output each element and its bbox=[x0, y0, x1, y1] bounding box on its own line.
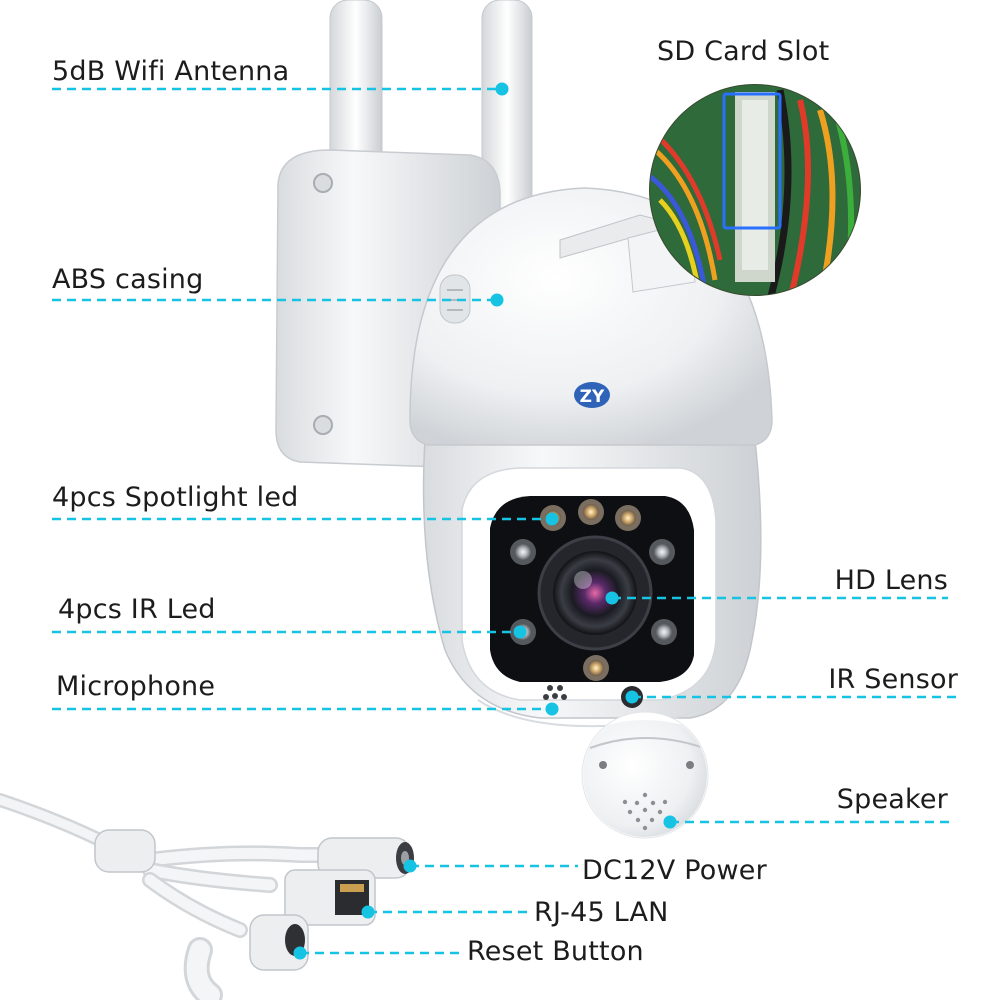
label-ir-sensor: IR Sensor bbox=[828, 664, 958, 695]
brand-logo-icon: ZY bbox=[574, 382, 610, 408]
callout-dot-microphone bbox=[545, 702, 559, 716]
ir-led-icon bbox=[510, 539, 536, 565]
cable-assembly bbox=[0, 793, 358, 1000]
spotlight-led-icon bbox=[615, 505, 641, 531]
label-speaker: Speaker bbox=[836, 784, 948, 815]
screw-hole-icon bbox=[313, 173, 333, 193]
label-wifi-antenna: 5dB Wifi Antenna bbox=[52, 56, 290, 87]
speaker-inset bbox=[581, 711, 709, 839]
brand-logo-text: ZY bbox=[580, 387, 605, 407]
callout-dot-dc-power bbox=[403, 859, 417, 873]
callout-dots bbox=[293, 82, 677, 960]
callout-dot-hd-lens bbox=[605, 591, 619, 605]
callout-dot-ir-led bbox=[513, 625, 527, 639]
callout-lines bbox=[52, 87, 960, 955]
label-dc-power: DC12V Power bbox=[582, 855, 767, 886]
callout-dot-wifi-antenna bbox=[495, 82, 509, 96]
callout-dot-rj45-lan bbox=[361, 905, 375, 919]
label-microphone: Microphone bbox=[56, 671, 216, 702]
sd-card-highlight bbox=[722, 92, 782, 230]
spotlight-led-icon bbox=[578, 499, 604, 525]
spotlight-led-icon bbox=[583, 655, 609, 681]
ir-led-icon bbox=[649, 539, 675, 565]
label-spotlight-led: 4pcs Spotlight led bbox=[52, 482, 299, 513]
callout-dot-spotlight-led bbox=[545, 512, 559, 526]
label-sd-card-slot: SD Card Slot bbox=[657, 36, 830, 67]
label-rj45-lan: RJ-45 LAN bbox=[534, 897, 669, 928]
hd-lens-icon bbox=[537, 535, 653, 651]
label-reset-button: Reset Button bbox=[467, 936, 644, 967]
callout-dot-abs-casing bbox=[490, 293, 504, 307]
label-hd-lens: HD Lens bbox=[834, 565, 948, 596]
callout-dot-reset-button bbox=[293, 946, 307, 960]
screw-hole-icon bbox=[313, 415, 333, 435]
ir-led-icon bbox=[651, 619, 677, 645]
callout-dot-speaker bbox=[663, 815, 677, 829]
microphone-icon bbox=[543, 685, 567, 700]
lens-face-panel bbox=[461, 467, 717, 728]
callout-dot-ir-sensor bbox=[625, 690, 639, 704]
speaker-grille-icon bbox=[622, 792, 668, 831]
label-ir-led: 4pcs IR Led bbox=[58, 594, 216, 625]
label-abs-casing: ABS casing bbox=[52, 264, 204, 295]
sd-card-slot-inset bbox=[649, 84, 861, 296]
